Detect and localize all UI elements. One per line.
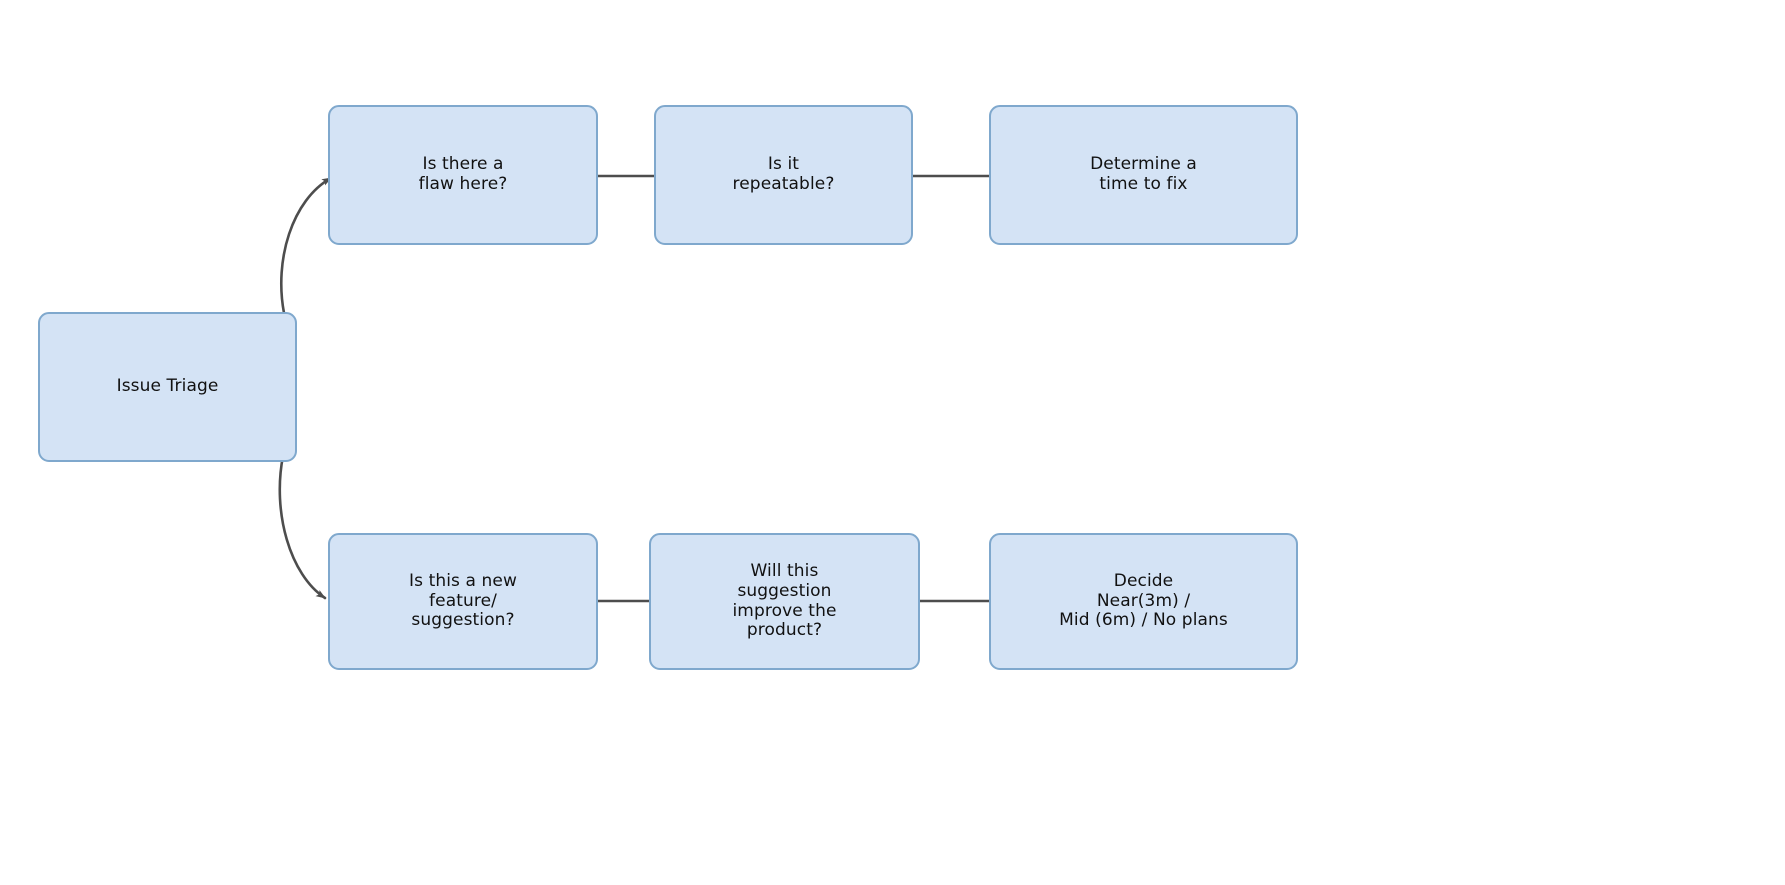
node-will-this-suggestion-improve-the-product[interactable]: Will this suggestion improve the product… — [649, 533, 920, 670]
node-decide-timeframe[interactable]: Decide Near(3m) / Mid (6m) / No plans — [989, 533, 1298, 670]
node-is-it-repeatable[interactable]: Is it repeatable? — [654, 105, 913, 245]
edge-triage-to-flaw — [280, 176, 333, 315]
node-issue-triage-label: Issue Triage — [116, 376, 219, 397]
node-issue-triage[interactable]: Issue Triage — [38, 312, 297, 462]
node-is-it-repeatable-label: Is it repeatable? — [732, 154, 835, 194]
node-determine-a-time-to-fix-label: Determine a time to fix — [1090, 154, 1197, 194]
node-is-there-a-flaw-here-label: Is there a flaw here? — [418, 154, 508, 194]
edge-triage-to-new-feature — [278, 454, 327, 600]
node-is-this-a-new-feature-suggestion[interactable]: Is this a new feature/ suggestion? — [328, 533, 598, 670]
node-is-there-a-flaw-here[interactable]: Is there a flaw here? — [328, 105, 598, 245]
node-determine-a-time-to-fix[interactable]: Determine a time to fix — [989, 105, 1298, 245]
node-will-this-suggestion-improve-the-product-label: Will this suggestion improve the product… — [732, 560, 837, 641]
node-is-this-a-new-feature-suggestion-label: Is this a new feature/ suggestion? — [409, 570, 517, 631]
node-decide-timeframe-label: Decide Near(3m) / Mid (6m) / No plans — [1059, 570, 1228, 631]
